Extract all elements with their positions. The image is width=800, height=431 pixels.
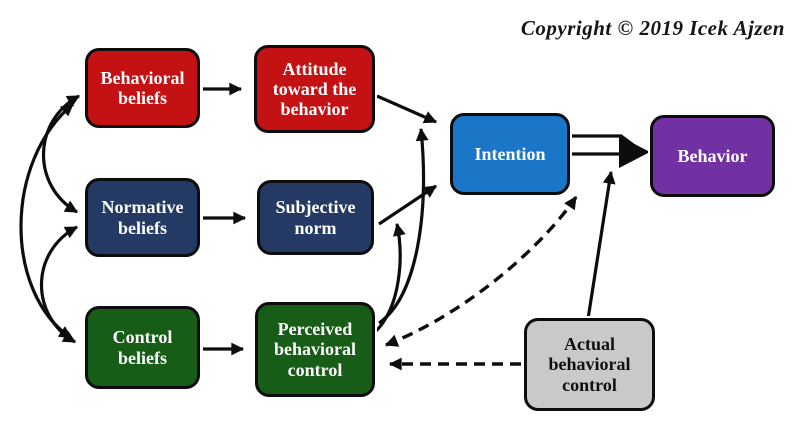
node-normative-beliefs[interactable]: Normative beliefs bbox=[85, 178, 200, 257]
edge-intention-behavior-head bbox=[619, 136, 650, 168]
edge-pbc-intention-upper-curve bbox=[378, 127, 429, 325]
arc-behavioral-control bbox=[19, 102, 75, 340]
node-behavior-label: Behavior bbox=[677, 145, 748, 166]
node-attitude-toward-the-behavior[interactable]: Attitude toward the behavior bbox=[254, 45, 375, 133]
edge-subjective-norm-intention bbox=[378, 184, 437, 226]
node-subjective-norm-label: Subjective norm bbox=[275, 197, 356, 238]
node-behavioral-beliefs[interactable]: Behavioral beliefs bbox=[85, 48, 200, 128]
edge-pbc-intention-behavior-link-dashed bbox=[384, 196, 578, 347]
node-behavioral-beliefs-label: Behavioral beliefs bbox=[100, 67, 185, 108]
node-perceived-behavioral-control[interactable]: Perceived behavioral control bbox=[255, 302, 375, 397]
node-intention-label: Intention bbox=[474, 143, 546, 164]
arc-normative-control bbox=[39, 225, 79, 344]
edge-attitude-intention bbox=[376, 94, 438, 124]
node-subjective-norm[interactable]: Subjective norm bbox=[257, 180, 374, 255]
node-pbc-label: Perceived behavioral control bbox=[273, 319, 356, 380]
node-behavior[interactable]: Behavior bbox=[650, 115, 775, 197]
edge-pbc-intention-lower-curve bbox=[374, 222, 406, 333]
node-control-beliefs[interactable]: Control beliefs bbox=[85, 306, 200, 389]
node-normative-beliefs-label: Normative beliefs bbox=[101, 197, 184, 238]
copyright-text: Copyright © 2019 Icek Ajzen bbox=[520, 16, 785, 40]
node-abc-label: Actual behavioral control bbox=[548, 334, 631, 395]
node-actual-behavioral-control[interactable]: Actual behavioral control bbox=[524, 318, 655, 411]
node-attitude-label: Attitude toward the behavior bbox=[272, 58, 357, 120]
node-control-beliefs-label: Control beliefs bbox=[112, 327, 173, 368]
node-intention[interactable]: Intention bbox=[450, 113, 570, 195]
edge-abc-intention-behavior-link bbox=[586, 170, 616, 320]
